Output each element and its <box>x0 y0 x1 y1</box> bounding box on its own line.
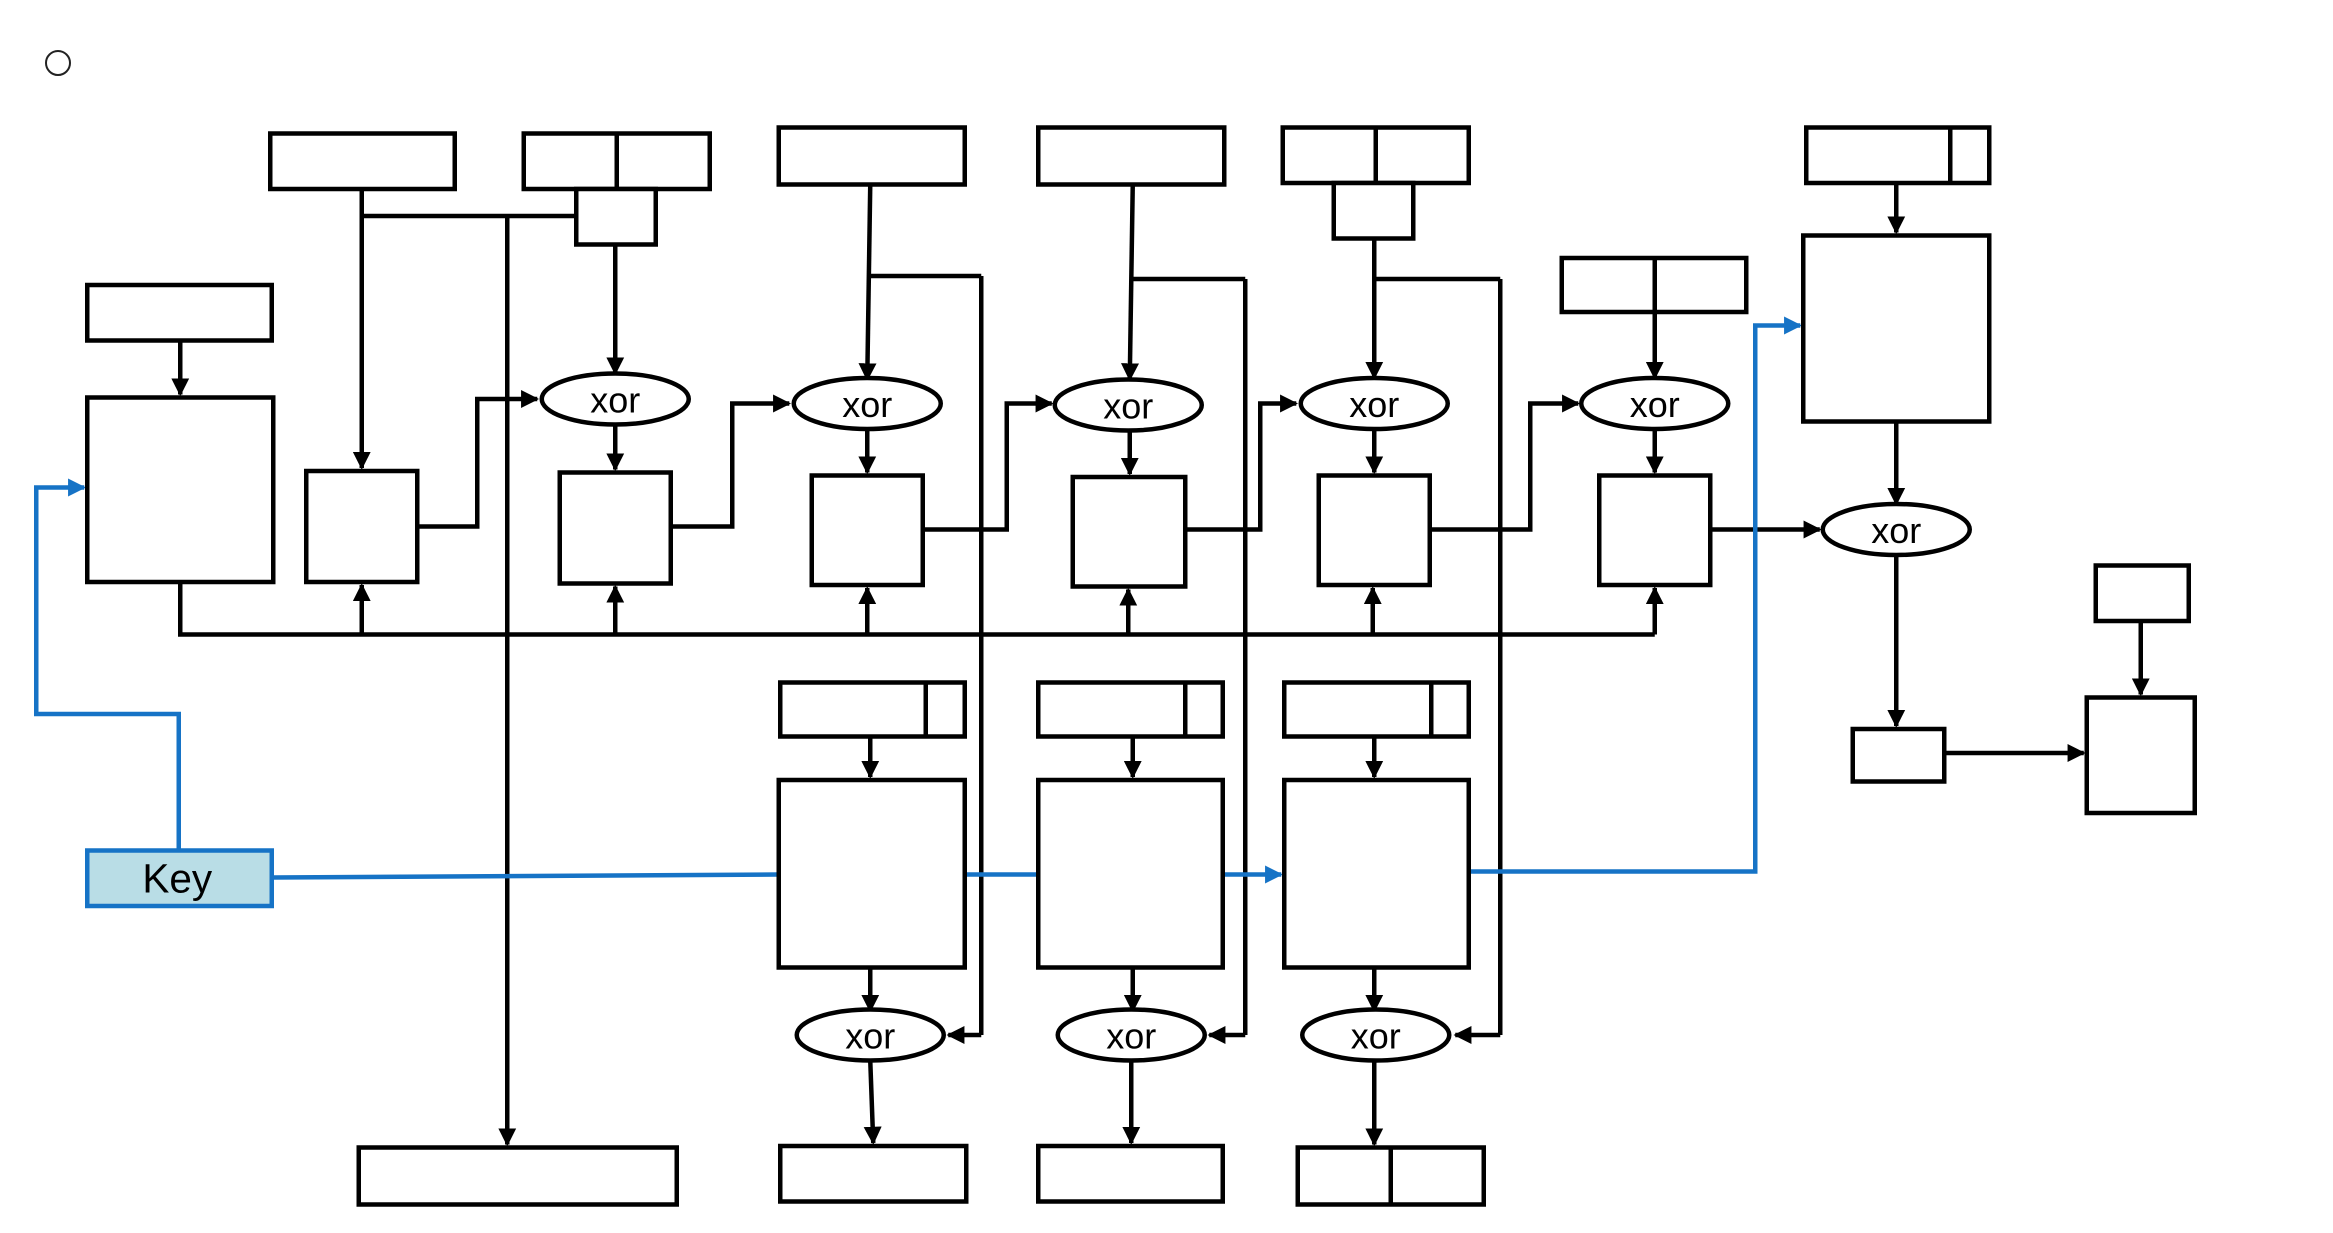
top-input-box-3 <box>776 125 967 187</box>
mid-input-box-3 <box>1282 680 1471 739</box>
left-cipher-block <box>84 395 276 585</box>
top-input-box-1 <box>267 131 457 192</box>
tap-box-5 <box>1331 180 1416 241</box>
connector-lines <box>171 183 2150 1147</box>
xor-label: xor <box>1103 386 1153 427</box>
top-input-box-7 <box>1804 125 1992 186</box>
boxes <box>84 125 2197 1207</box>
iv-tap-box <box>574 186 658 247</box>
xor-node-9: xor <box>1300 1007 1452 1063</box>
top-input-box-4 <box>1036 125 1227 187</box>
xor-label: xor <box>1351 1016 1401 1057</box>
xor-node-5: xor <box>1579 375 1731 432</box>
xor-label: xor <box>1871 510 1921 551</box>
xor-node-7: xor <box>794 1007 946 1063</box>
left-input-box <box>84 282 274 343</box>
xor-label: xor <box>1630 384 1680 425</box>
chain-box-3 <box>809 473 925 588</box>
bottom-output-box-2 <box>778 1143 969 1204</box>
xor-node-2: xor <box>791 375 943 432</box>
chain-box-6 <box>1597 473 1713 588</box>
xor-node-3: xor <box>1052 377 1204 433</box>
box-dividers <box>614 127 1953 1205</box>
radio-option[interactable] <box>45 50 71 76</box>
key-box: Key <box>84 848 274 909</box>
key-distribution-lines <box>33 316 1803 884</box>
xor-label: xor <box>1106 1016 1156 1057</box>
mid-input-box-2 <box>1036 680 1225 739</box>
xor-node-1: xor <box>539 371 691 427</box>
mid-input-box-1 <box>778 680 967 739</box>
xor-label: xor <box>845 1016 895 1057</box>
xor-node-6: xor <box>1820 501 1972 558</box>
bottom-output-box-1 <box>356 1145 679 1207</box>
right-cipher-block <box>1801 233 1992 424</box>
key-label: Key <box>142 856 213 902</box>
chain-box-4 <box>1070 474 1188 589</box>
right-input-box <box>2093 563 2191 624</box>
xor-nodes: xor xor xor xor xor xor xor xor <box>539 371 1972 1063</box>
chain-box-1 <box>303 468 420 585</box>
xor-node-8: xor <box>1055 1007 1207 1063</box>
xor-node-4: xor <box>1298 375 1450 432</box>
xor-label: xor <box>1349 384 1399 425</box>
xor-label: xor <box>842 384 892 425</box>
cipher-block-2 <box>1036 777 1225 970</box>
bottom-output-box-3 <box>1036 1143 1225 1204</box>
cipher-block-3 <box>1282 777 1471 970</box>
chain-box-5 <box>1316 473 1432 588</box>
right-output-box <box>1850 726 1947 784</box>
chain-box-2 <box>557 470 673 586</box>
cipher-block-1 <box>776 777 967 970</box>
right-result-block <box>2084 695 2197 816</box>
xor-label: xor <box>590 380 640 421</box>
